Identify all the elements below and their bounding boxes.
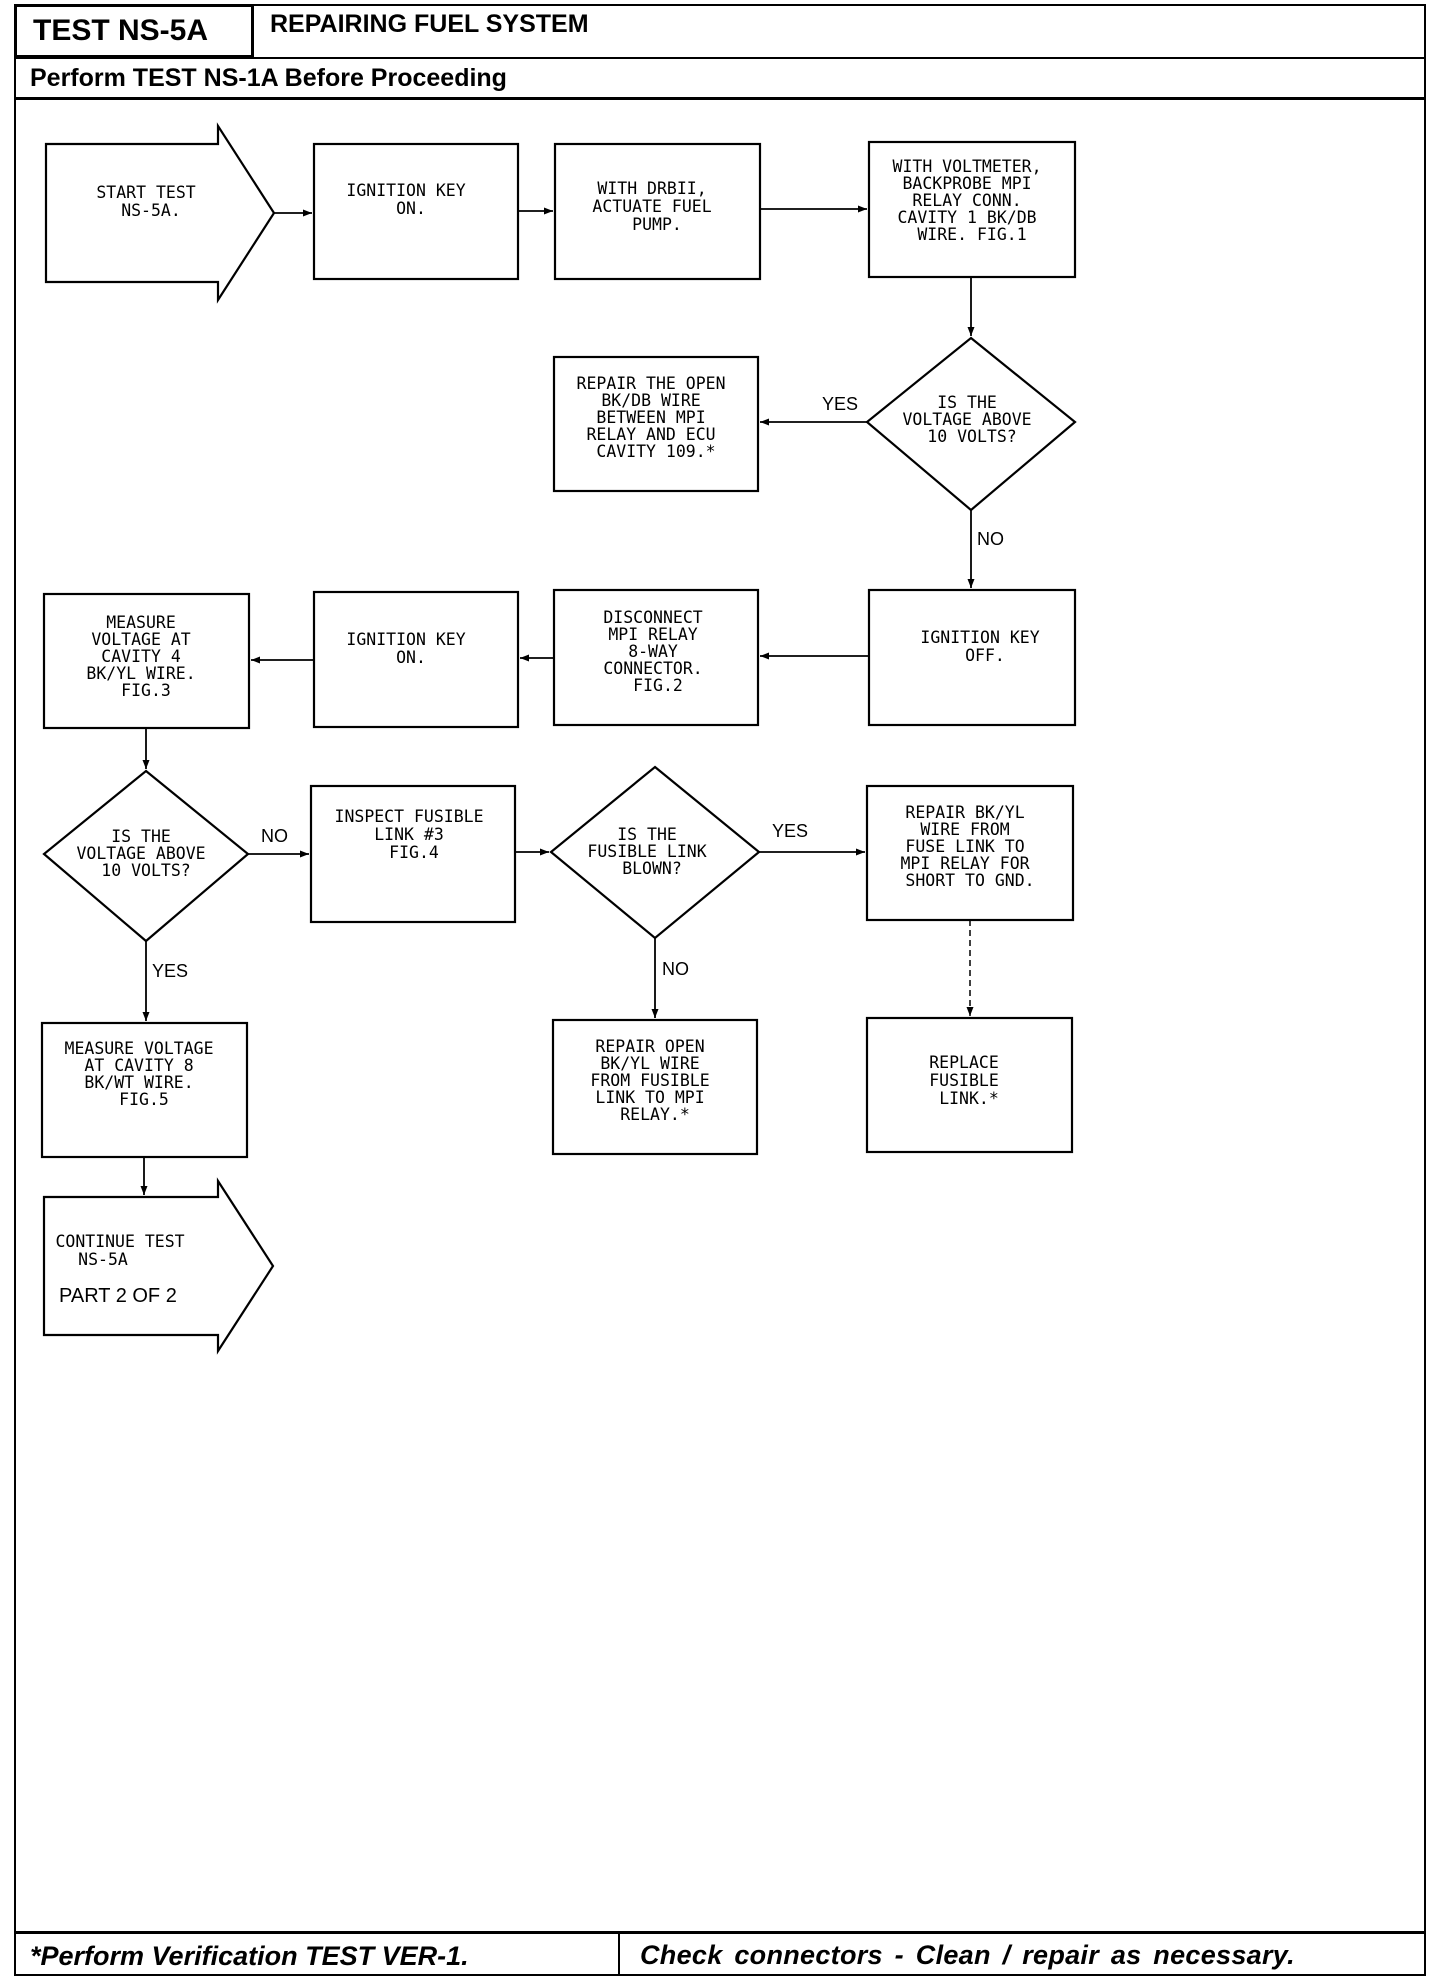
- q2-no-label: NO: [261, 826, 288, 846]
- ignition-off-box: [867, 588, 1077, 727]
- footer-divider: [618, 1931, 620, 1976]
- q1-yes-label: YES: [822, 394, 858, 414]
- inspect-fusible-box: [309, 784, 517, 924]
- repair-short-text: REPAIR BK/YL WIRE FROM FUSE LINK TO MPI …: [900, 803, 1039, 890]
- footer-note-right: Check connectors - Clean / repair as nec…: [640, 1940, 1295, 1970]
- start-text: START TEST NS-5A.: [96, 183, 205, 220]
- continue-text: CONTINUE TEST NS-5A: [55, 1232, 194, 1269]
- page-frame: [14, 4, 1426, 1976]
- ignition-on-box-2: [312, 590, 520, 729]
- repair-open-bkyl-text: REPAIR OPEN BK/YL WIRE FROM FUSIBLE LINK…: [590, 1037, 719, 1124]
- voltmeter-box: [867, 140, 1077, 279]
- ignition-on-2-text: IGNITION KEY ON.: [346, 630, 475, 667]
- measure-cavity4-text: MEASURE VOLTAGE AT CAVITY 4 BK/YL WIRE. …: [86, 613, 205, 700]
- replace-fusible-box: [865, 1016, 1074, 1154]
- replace-fusible-text: REPLACE FUSIBLE LINK.*: [929, 1053, 1008, 1108]
- measure-cavity4-box: [42, 592, 251, 730]
- test-id-box: TEST NS-5A: [14, 4, 254, 58]
- footer-note-left: *Perform Verification TEST VER-1.: [30, 1941, 469, 1971]
- decision-1-text: IS THE VOLTAGE ABOVE 10 VOLTS?: [902, 393, 1041, 446]
- continue-part-text: PART 2 OF 2: [59, 1285, 177, 1307]
- repair-open-bkdb-text: REPAIR THE OPEN BK/DB WIRE BETWEEN MPI R…: [577, 374, 736, 461]
- disconnect-relay-text: DISCONNECT MPI RELAY 8-WAY CONNECTOR. FI…: [603, 608, 712, 695]
- start-arrow-shape: [44, 122, 276, 304]
- measure-cavity8-text: MEASURE VOLTAGE AT CAVITY 8 BK/WT WIRE. …: [65, 1039, 224, 1109]
- q1-no-label: NO: [977, 529, 1004, 549]
- ignition-on-1-text: IGNITION KEY ON.: [346, 181, 475, 218]
- q3-no-label: NO: [662, 959, 689, 979]
- q2-yes-label: YES: [152, 961, 188, 981]
- header-divider: [14, 57, 1426, 59]
- actuate-pump-box: [553, 142, 762, 281]
- ignition-off-text: IGNITION KEY OFF.: [920, 628, 1049, 665]
- decision-2-text: IS THE VOLTAGE ABOVE 10 VOLTS?: [76, 827, 215, 880]
- repair-open-bkyl-box: [551, 1018, 759, 1156]
- ignition-on-box-1: [312, 142, 520, 281]
- disconnect-relay-box: [552, 588, 760, 727]
- inspect-fusible-text: INSPECT FUSIBLE LINK #3 FIG.4: [335, 807, 494, 862]
- measure-cavity8-box: [40, 1021, 249, 1159]
- repair-open-bkdb-box: [552, 355, 760, 493]
- page-subtitle: Perform TEST NS-1A Before Proceeding: [30, 64, 507, 92]
- actuate-pump-text: WITH DRBII, ACTUATE FUEL PUMP.: [592, 179, 721, 234]
- header-bottom-rule: [14, 97, 1426, 100]
- voltmeter-text: WITH VOLTMETER, BACKPROBE MPI RELAY CONN…: [893, 157, 1052, 244]
- page-title: REPAIRING FUEL SYSTEM: [270, 10, 589, 38]
- decision-fusible-text: IS THE FUSIBLE LINK BLOWN?: [587, 825, 716, 878]
- footer-rule: [14, 1931, 1426, 1934]
- continue-arrow-shape: [42, 1177, 275, 1355]
- q3-yes-label: YES: [772, 821, 808, 841]
